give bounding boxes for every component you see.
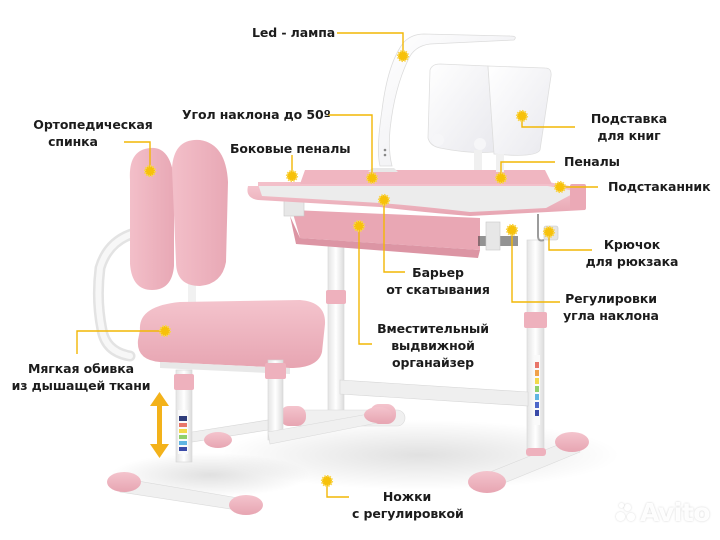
label-anti-roll-barrier: Барьер от скатывания — [386, 265, 490, 297]
marker-tilt-angle — [365, 171, 379, 185]
marker-adjustable-feet — [320, 474, 334, 488]
avito-logo-icon — [616, 503, 638, 524]
marker-barrier — [377, 193, 391, 207]
label-adjustable-feet: Ножки с регулировкой — [352, 489, 464, 521]
label-book-stand: Подставка для книг — [590, 111, 668, 143]
marker-organizer — [352, 219, 366, 233]
leader-lines — [76, 32, 598, 498]
label-tilt-angle: Угол наклона до 50º — [182, 107, 331, 122]
label-led-lamp: Led - лампа — [252, 25, 336, 40]
marker-led-lamp — [396, 49, 410, 63]
feature-markers — [143, 49, 567, 488]
label-tilt-adjusters: Регулировки угла наклона — [563, 291, 659, 323]
seat-cushion — [137, 300, 326, 368]
watermark: Avito — [640, 498, 710, 527]
label-backpack-hook: Крючок для рюкзака — [585, 237, 679, 269]
height-adjust-arrow-icon — [150, 392, 169, 458]
marker-side-pencil-cases — [285, 169, 299, 183]
label-pencil-cases: Пеналы — [564, 154, 620, 169]
marker-cup-holder — [553, 180, 567, 194]
marker-tilt-adjusters — [505, 223, 519, 237]
chair — [92, 139, 392, 515]
label-orthopedic-back: Ортопедическая спинка — [33, 117, 153, 149]
book-stand — [427, 63, 552, 172]
marker-pencil-cases — [494, 171, 508, 185]
label-side-pencil-cases: Боковые пеналы — [230, 141, 351, 156]
marker-orthopedic-back — [143, 164, 157, 178]
orthopedic-backrest — [129, 147, 174, 290]
chair-height-scale — [178, 410, 188, 454]
label-organizer: Вместительный выдвижной органайзер — [377, 321, 489, 370]
height-scale — [534, 355, 540, 425]
marker-soft-upholstery — [158, 324, 172, 338]
led-lamp — [368, 33, 516, 172]
marker-book-stand — [515, 109, 529, 123]
label-soft-upholstery: Мягкая обивка из дышащей ткани — [11, 361, 151, 393]
marker-backpack-hook — [542, 225, 556, 239]
label-cup-holder: Подстаканник — [608, 179, 711, 194]
adjustable-foot — [468, 471, 506, 493]
